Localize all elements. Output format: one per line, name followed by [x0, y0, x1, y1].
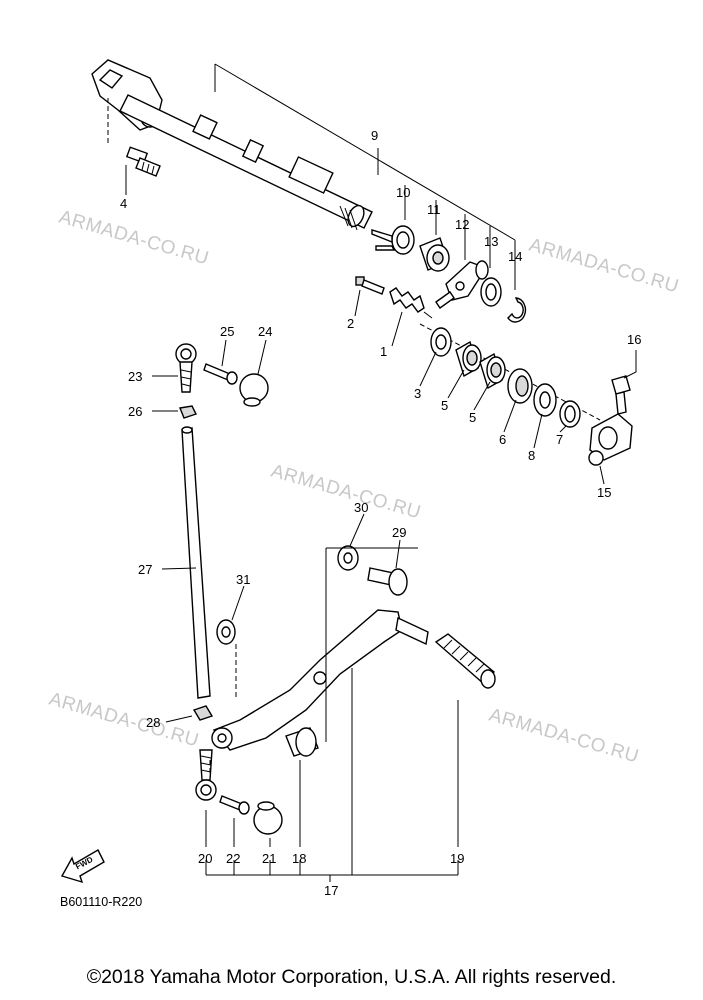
part-29-pivot-bolt [367, 567, 408, 596]
watermark: ARMADA-CO.RU [487, 705, 642, 768]
callout-1: 1 [380, 344, 387, 359]
callout-7: 7 [556, 432, 563, 447]
callout-21: 21 [262, 851, 276, 866]
callout-18: 18 [292, 851, 306, 866]
leader-lines-9-14 [214, 63, 516, 290]
part-20-rod-end [195, 749, 217, 801]
callout-27: 27 [138, 562, 152, 577]
callout-numbers: 1 2 3 4 5 5 6 7 8 9 10 11 12 13 14 15 16… [120, 128, 641, 898]
part-1-spring [389, 287, 433, 319]
callout-5a: 5 [441, 398, 448, 413]
part-13-washer [480, 277, 502, 307]
callout-25: 25 [220, 324, 234, 339]
part-30-washer [337, 545, 359, 571]
callout-9: 9 [371, 128, 378, 143]
callout-17: 17 [324, 883, 338, 898]
part-18-collar [285, 727, 319, 757]
callout-11: 11 [427, 202, 441, 217]
callout-20: 20 [198, 851, 212, 866]
callout-8: 8 [528, 448, 535, 463]
part-17-shift-lever [211, 609, 429, 751]
part-12-plate [435, 260, 489, 309]
callout-15: 15 [597, 485, 611, 500]
part-22-bolt [219, 795, 250, 815]
copyright-notice: ©2018 Yamaha Motor Corporation, U.S.A. A… [86, 966, 617, 988]
part-28-nut [192, 705, 214, 721]
part-24-cap [239, 373, 269, 407]
watermark: ARMADA-CO.RU [527, 235, 682, 298]
watermark: ARMADA-CO.RU [269, 461, 424, 524]
callout-22: 22 [226, 851, 240, 866]
part-27-rod [181, 426, 211, 699]
watermark: ARMADA-CO.RU [47, 689, 202, 752]
watermarks: ARMADA-CO.RU ARMADA-CO.RU ARMADA-CO.RU A… [47, 207, 682, 768]
callout-30: 30 [354, 500, 368, 515]
part-3-washer [430, 327, 452, 357]
callout-4: 4 [120, 196, 127, 211]
callout-10: 10 [396, 185, 410, 200]
callout-12: 12 [455, 217, 469, 232]
callout-24: 24 [258, 324, 272, 339]
callout-23: 23 [128, 369, 142, 384]
callout-28: 28 [146, 715, 160, 730]
callout-31: 31 [236, 572, 250, 587]
part-11-collar [419, 237, 450, 272]
part-5-bearing [479, 352, 506, 390]
callout-29: 29 [392, 525, 406, 540]
part-4-bolt [107, 98, 161, 177]
part-15-shift-arm [588, 413, 633, 466]
shift-shaft [91, 59, 373, 231]
part-23-rod-end [175, 343, 197, 393]
callout-26: 26 [128, 404, 142, 419]
fwd-arrow: FWD [60, 849, 105, 884]
part-8-washer [533, 383, 557, 417]
part-5-bearing [455, 340, 482, 378]
diagram-code: B601110-R220 [60, 895, 142, 909]
part-2-bolt [355, 276, 385, 295]
callout-6: 6 [499, 432, 506, 447]
part-26-nut [179, 405, 197, 419]
part-14-circlip [507, 297, 527, 323]
callout-14: 14 [508, 249, 522, 264]
callout-16: 16 [627, 332, 641, 347]
callout-leaders [125, 148, 637, 723]
leader-lines-17 [205, 547, 459, 882]
part-19-peg-rubber [434, 633, 496, 689]
callout-5b: 5 [469, 410, 476, 425]
part-7-circlip [559, 400, 581, 428]
callout-2: 2 [347, 316, 354, 331]
watermark: ARMADA-CO.RU [57, 207, 212, 270]
part-6-seal [507, 368, 533, 404]
callout-3: 3 [414, 386, 421, 401]
part-21-cap [253, 801, 283, 835]
callout-19: 19 [450, 851, 464, 866]
part-25-bolt [203, 363, 238, 385]
callout-13: 13 [484, 234, 498, 249]
assembly-guides [209, 644, 237, 780]
part-16-bolt [611, 375, 631, 415]
part-31-washer [216, 619, 236, 645]
part-10-spring [371, 225, 415, 255]
